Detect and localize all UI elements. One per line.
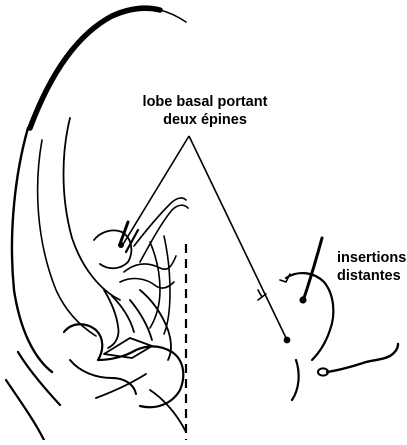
body-bottom-left — [6, 380, 44, 440]
basal-lobe — [94, 230, 131, 268]
filament-6 — [164, 236, 170, 334]
basal-plate — [64, 324, 183, 407]
left-specimen — [6, 8, 188, 440]
label-insertions-line2: distantes — [337, 268, 401, 284]
label-basal-lobe-line2: deux épines — [163, 112, 247, 128]
labels: lobe basal portant deux épines insertion… — [143, 94, 407, 284]
body-outer-contour — [12, 128, 52, 372]
basal-plate-edge — [150, 390, 186, 432]
label-insertions-line1: insertions — [337, 250, 406, 266]
leader-lines — [122, 136, 287, 340]
lower-bristle — [327, 344, 398, 372]
inner-lobe-contour — [64, 118, 121, 300]
upper-spine — [304, 238, 322, 298]
filament-4 — [120, 279, 174, 289]
lower-appendage-3 — [130, 300, 152, 340]
basal-plate-lower — [70, 360, 136, 394]
leader-basal-right — [189, 136, 287, 340]
detail-contour-lower — [292, 360, 299, 400]
basal-lobe-spine-1 — [120, 222, 128, 244]
long-bristle-tip — [160, 10, 186, 22]
long-bristle — [30, 8, 160, 128]
inner-lobe-edge — [38, 140, 96, 336]
detail-contour — [286, 273, 333, 360]
label-basal-lobe-line1: lobe basal portant — [143, 94, 268, 110]
filament-2 — [140, 205, 188, 262]
leader-basal-left — [122, 136, 189, 246]
right-basal-dot — [284, 337, 291, 344]
